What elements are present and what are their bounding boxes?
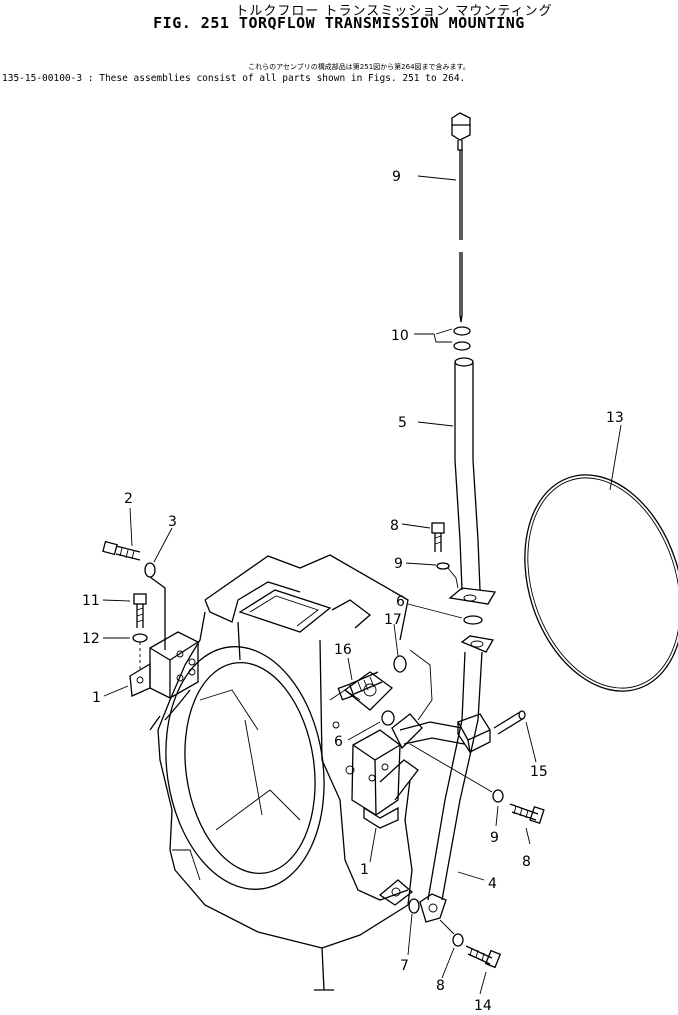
dipstick-part-10 <box>451 112 471 323</box>
bolt-part-2 <box>102 540 141 561</box>
o-ring-part-6-lower <box>381 710 395 726</box>
lock-washer-part-9-upper <box>436 562 450 570</box>
mounting-bracket-lower <box>351 729 419 829</box>
bolt-part-12 <box>133 593 147 628</box>
filler-tube-part-5 <box>448 357 497 605</box>
callout-11: 10 <box>391 328 409 344</box>
callout-13: 12 <box>82 631 100 647</box>
callout-6-lower: 6 <box>334 734 343 750</box>
callout-1-lower: 1 <box>360 862 369 878</box>
bolt-part-8-lower <box>465 945 502 969</box>
callout-17: 17 <box>384 612 402 628</box>
callout-7: 7 <box>400 958 409 974</box>
bolt-part-8-upper <box>431 522 445 552</box>
callout-8-middle: 8 <box>522 854 531 870</box>
o-ring-part-11-bottom <box>453 341 471 351</box>
leader-line-9-lower <box>439 919 455 935</box>
pin-part-15 <box>493 710 526 735</box>
o-ring-part-11-top <box>453 326 471 336</box>
callout-14: 13 <box>606 410 624 426</box>
o-ring-part-6-upper <box>463 615 483 625</box>
callout-9-upper: 9 <box>394 556 403 572</box>
leader-line-9-upper <box>447 567 459 589</box>
washer-part-3 <box>144 562 156 578</box>
leader-line-9-middle <box>409 743 493 793</box>
assembly-note-japanese: これらのアセンブリの構成部品は第251図から第264図まで含みます。 <box>248 63 470 71</box>
callout-labels: 9 10 5 13 2 3 11 12 1 8 9 6 16 17 6 15 1… <box>82 169 624 1014</box>
leader-lines <box>102 175 622 995</box>
washer-part-17 <box>393 655 407 673</box>
callout-9-lower: 8 <box>436 978 445 994</box>
callout-8-lower: 14 <box>474 998 492 1014</box>
callout-15: 15 <box>530 764 548 780</box>
lock-washer-part-13 <box>132 633 148 643</box>
large-o-ring-part-14-inner <box>527 477 678 689</box>
figure-title: FIG. 251 TORQFLOW TRANSMISSION MOUNTING <box>153 14 525 32</box>
lock-washer-part-9-middle <box>492 789 504 803</box>
callout-12: 11 <box>82 593 100 609</box>
mounting-bracket-upper <box>129 631 199 699</box>
callout-6-upper: 6 <box>396 594 405 610</box>
callout-8-upper: 8 <box>390 518 399 534</box>
bolt-part-16 <box>337 671 383 701</box>
lock-washer-part-9-lower <box>452 933 464 947</box>
figure-title-japanese: トルクフロー トランスミッション マウンティング <box>235 4 553 19</box>
large-o-ring-part-14 <box>524 474 678 692</box>
callout-16: 16 <box>334 642 352 658</box>
callout-9-middle: 9 <box>490 830 499 846</box>
oil-tube-part-4 <box>391 635 495 923</box>
callout-2: 2 <box>124 491 133 507</box>
leader-line-3 <box>149 576 166 650</box>
callout-3: 3 <box>168 514 177 530</box>
callout-1-upper: 1 <box>92 690 101 706</box>
callout-10: 9 <box>392 169 401 185</box>
bolt-part-8-middle <box>509 803 545 825</box>
o-ring-part-7 <box>408 898 420 914</box>
callout-5: 5 <box>398 415 407 431</box>
assembly-note: 135-15-00100-3 : These assemblies consis… <box>2 73 466 84</box>
callout-4: 4 <box>488 876 497 892</box>
